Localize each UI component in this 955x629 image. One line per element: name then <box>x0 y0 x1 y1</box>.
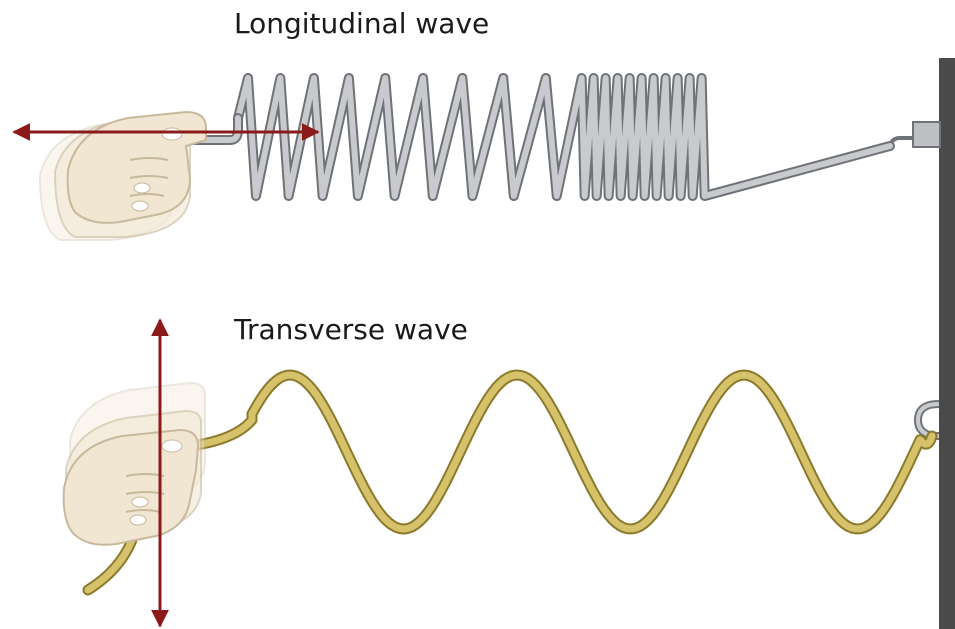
rope <box>184 369 938 535</box>
longitudinal-wave-label: Longitudinal wave <box>234 7 490 40</box>
transverse-wave-label: Transverse wave <box>234 313 468 346</box>
rope-wall-hook <box>913 400 940 440</box>
hand-icon <box>62 381 206 546</box>
wall <box>939 58 955 629</box>
spring-coil <box>233 73 895 201</box>
rope-tail <box>82 534 138 596</box>
spring-wall-mount <box>888 121 941 148</box>
